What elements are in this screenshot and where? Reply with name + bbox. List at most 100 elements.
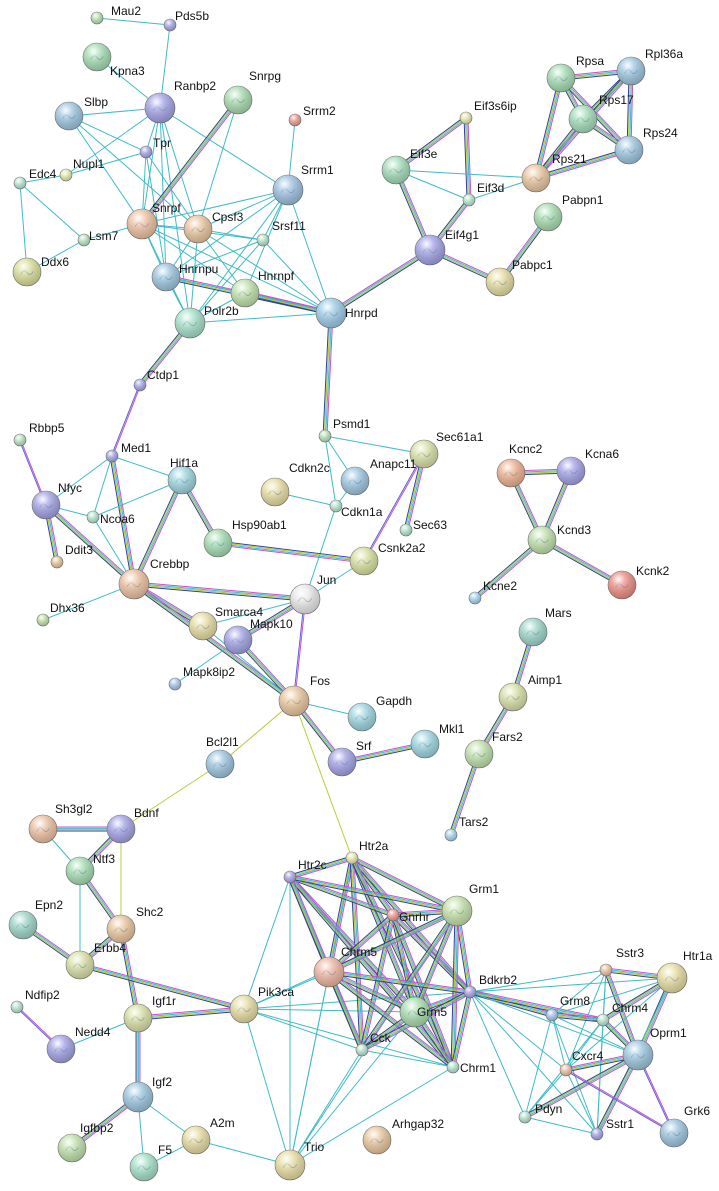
node-htr1a[interactable]: Htr1a <box>656 949 713 994</box>
node-trio[interactable]: Trio <box>274 1140 325 1181</box>
node-anapc11[interactable]: Anapc11 <box>340 457 417 496</box>
node-pds5b[interactable]: Pds5b <box>163 9 209 32</box>
node-sec61a1[interactable]: Sec61a1 <box>409 430 484 469</box>
node-grm8[interactable]: Grm8 <box>545 994 590 1022</box>
node-hnrnpu[interactable]: Hnrnpu <box>151 262 218 292</box>
node-mapk10[interactable]: Mapk10 <box>223 617 293 655</box>
node-gapdh[interactable]: Gapdh <box>347 694 412 732</box>
node-htr2c[interactable]: Htr2c <box>283 858 327 884</box>
node-ndfip2[interactable]: Ndfip2 <box>10 988 60 1014</box>
node-hsp90ab1[interactable]: Hsp90ab1 <box>203 518 287 558</box>
node-kpna3[interactable]: Kpna3 <box>82 42 145 78</box>
node-grm5[interactable]: Grm5 <box>399 996 447 1028</box>
node-mars[interactable]: Mars <box>518 606 572 647</box>
node-gnrhr[interactable]: Gnrhr <box>386 908 430 924</box>
node-pabpc1[interactable]: Pabpc1 <box>485 258 553 297</box>
node-bdkrb2[interactable]: Bdkrb2 <box>463 973 517 999</box>
node-cxcr4[interactable]: Cxcr4 <box>559 1049 604 1077</box>
node-f5[interactable]: F5 <box>129 1143 172 1182</box>
node-grk6[interactable]: Grk6 <box>659 1104 710 1148</box>
node-jun[interactable]: Jun <box>289 573 336 615</box>
node-hnrpd[interactable]: Hnrpd <box>315 297 378 329</box>
node-smarca4[interactable]: Smarca4 <box>188 605 263 641</box>
node-cdkn1a[interactable]: Cdkn1a <box>329 499 383 519</box>
node-psmd1[interactable]: Psmd1 <box>318 417 371 443</box>
node-sh3gl2[interactable]: Sh3gl2 <box>28 802 93 844</box>
node-bdnf[interactable]: Bdnf <box>106 806 159 844</box>
node-aimp1[interactable]: Aimp1 <box>498 673 562 712</box>
node-bcl2l1[interactable]: Bcl2l1 <box>205 735 239 779</box>
node-mau2[interactable]: Mau2 <box>90 4 141 25</box>
node-erbb4[interactable]: Erbb4 <box>65 941 126 980</box>
node-nedd4[interactable]: Nedd4 <box>46 1025 111 1064</box>
node-med1[interactable]: Med1 <box>105 441 151 463</box>
node-rbbp5[interactable]: Rbbp5 <box>13 421 65 447</box>
node-cck[interactable]: Cck <box>355 1031 392 1057</box>
node-ddit3[interactable]: Ddit3 <box>50 543 93 569</box>
node-polr2b[interactable]: Polr2b <box>174 304 239 339</box>
node-eif3d[interactable]: Eif3d <box>462 181 504 207</box>
node-eif4g1[interactable]: Eif4g1 <box>414 228 479 266</box>
node-tars2[interactable]: Tars2 <box>444 815 489 842</box>
node-nupl1[interactable]: Nupl1 <box>59 157 105 182</box>
node-eif3e[interactable]: Eif3e <box>381 147 438 185</box>
node-mapk8ip2[interactable]: Mapk8ip2 <box>168 665 235 691</box>
node-pdyn[interactable]: Pdyn <box>518 1102 562 1124</box>
node-srf[interactable]: Srf <box>327 739 372 777</box>
node-igf2[interactable]: Igf2 <box>122 1075 172 1113</box>
node-cdkn2c[interactable]: Cdkn2c <box>260 461 330 507</box>
node-hnrnpf[interactable]: Hnrnpf <box>230 269 295 308</box>
node-grm1[interactable]: Grm1 <box>441 882 499 927</box>
node-kcnk2[interactable]: Kcnk2 <box>607 564 670 600</box>
node-rpsa[interactable]: Rpsa <box>546 54 604 93</box>
node-kcnc2[interactable]: Kcnc2 <box>496 442 543 488</box>
node-snrpf[interactable]: Snrpf <box>126 201 181 240</box>
node-crebbp[interactable]: Crebbp <box>118 557 190 600</box>
node-srsf11[interactable]: Srsf11 <box>256 219 306 247</box>
node-csnk2a2[interactable]: Csnk2a2 <box>349 541 426 576</box>
node-igfbp2[interactable]: Igfbp2 <box>57 1121 114 1163</box>
node-cpsf3[interactable]: Cpsf3 <box>183 210 244 244</box>
node-igf1r[interactable]: Igf1r <box>123 994 176 1033</box>
node-fos[interactable]: Fos <box>278 674 330 717</box>
node-sstr1[interactable]: Sstr1 <box>590 1117 634 1141</box>
node-chrm1[interactable]: Chrm1 <box>446 1060 496 1075</box>
node-mkl1[interactable]: Mkl1 <box>410 722 465 759</box>
node-ctdp1[interactable]: Ctdp1 <box>133 368 179 392</box>
node-sec63[interactable]: Sec63 <box>399 518 447 537</box>
node-dhx36[interactable]: Dhx36 <box>36 601 85 627</box>
node-rpl36a[interactable]: Rpl36a <box>616 47 683 86</box>
node-kcne2[interactable]: Kcne2 <box>468 579 517 605</box>
node-epn2[interactable]: Epn2 <box>8 898 63 940</box>
node-edc4[interactable]: Edc4 <box>13 167 57 190</box>
node-eif3s6ip[interactable]: Eif3s6ip <box>459 99 517 125</box>
node-a2m[interactable]: A2m <box>181 1116 235 1155</box>
node-tpr[interactable]: Tpr <box>139 136 171 159</box>
node-nfyc[interactable]: Nfyc <box>31 481 82 520</box>
node-snrpg[interactable]: Snrpg <box>223 69 281 115</box>
node-hif1a[interactable]: Hif1a <box>167 456 198 495</box>
node-ddx6[interactable]: Ddx6 <box>12 255 69 287</box>
node-arhgap32[interactable]: Arhgap32 <box>362 1117 444 1155</box>
node-ntf3[interactable]: Ntf3 <box>65 852 115 886</box>
node-lsm7[interactable]: Lsm7 <box>77 229 119 247</box>
node-rps21[interactable]: Rps21 <box>521 152 587 193</box>
node-shc2[interactable]: Shc2 <box>106 905 164 944</box>
node-slbp[interactable]: Slbp <box>54 95 108 131</box>
node-kcna6[interactable]: Kcna6 <box>556 447 619 486</box>
node-htr2a[interactable]: Htr2a <box>345 839 389 865</box>
node-chrm4[interactable]: Chrm4 <box>596 1001 648 1027</box>
node-fars2[interactable]: Fars2 <box>464 730 523 769</box>
node-srrm2[interactable]: Srrm2 <box>288 104 336 127</box>
node-pabpn1[interactable]: Pabpn1 <box>533 193 604 232</box>
node-chrm5[interactable]: Chrm5 <box>313 945 377 988</box>
node-ranbp2[interactable]: Ranbp2 <box>144 79 216 124</box>
node-rps17[interactable]: Rps17 <box>568 93 634 134</box>
node-srrm1[interactable]: Srrm1 <box>272 163 334 206</box>
node-ncoa6[interactable]: Ncoa6 <box>86 510 135 526</box>
node-kcnd3[interactable]: Kcnd3 <box>527 523 591 555</box>
node-pik3ca[interactable]: Pik3ca <box>229 985 294 1024</box>
node-rps24[interactable]: Rps24 <box>614 126 678 165</box>
node-sstr3[interactable]: Sstr3 <box>599 946 644 977</box>
node-oprm1[interactable]: Oprm1 <box>622 1026 687 1071</box>
